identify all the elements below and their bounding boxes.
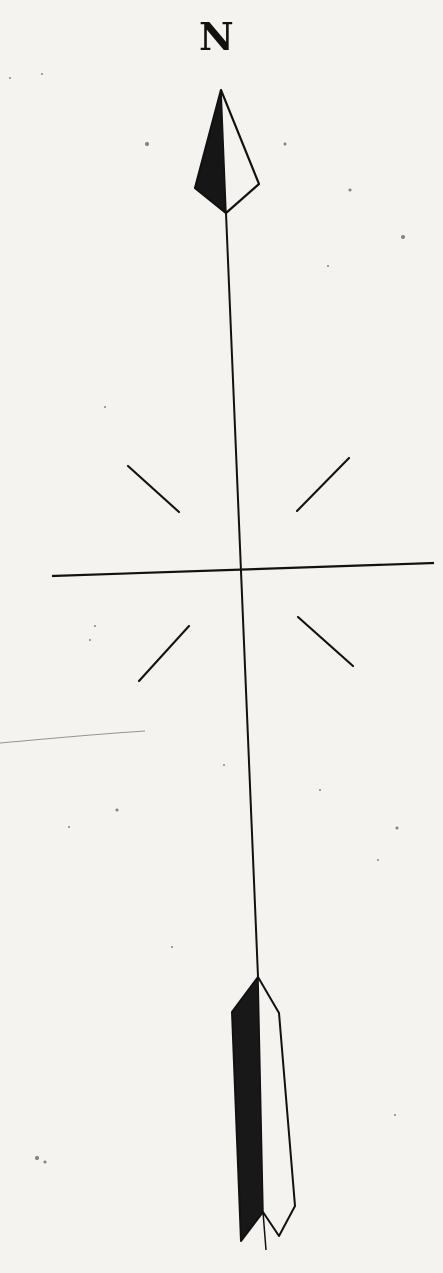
fletching (232, 977, 295, 1250)
lower-right-ray (298, 617, 353, 666)
upper-left-ray (128, 466, 179, 512)
compass-shaft (226, 213, 258, 977)
horizontal-cross-line (52, 563, 434, 576)
paper-speckles (9, 73, 405, 1164)
nock-line (263, 1212, 266, 1250)
faint-pencil-stroke (0, 731, 145, 743)
lower-left-ray (139, 626, 189, 681)
upper-right-ray (297, 458, 349, 511)
north-arrowhead-outline (195, 90, 259, 213)
north-arrowhead (195, 90, 259, 213)
